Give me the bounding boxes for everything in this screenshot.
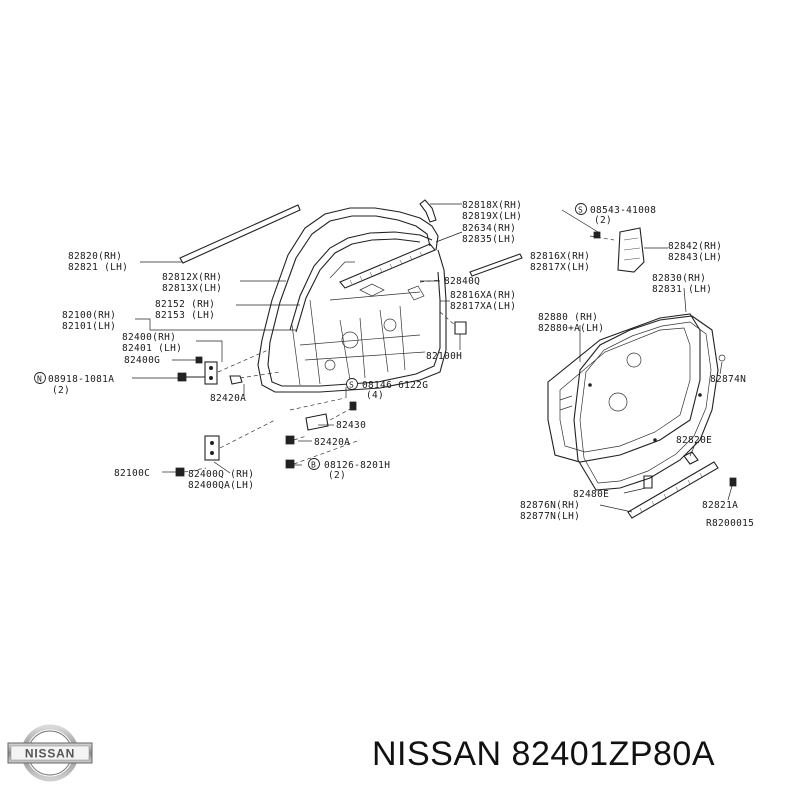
label-82820: 82820(RH) [68,251,122,262]
label-82877N: 82877N(LH) [520,511,580,522]
label-82100C: 82100C [114,468,150,479]
label-82876N: 82876N(RH) [520,500,580,511]
label-08126: 08126-8201H [324,460,390,471]
label-82840Q: 82840Q [444,276,480,287]
label-08126-qty: (2) [328,470,346,481]
label-82430: 82430 [336,420,366,431]
marker-b: B [311,461,316,470]
label-82400QA: 82400QA(LH) [188,480,254,491]
label-82420A-lower: 82420A [314,437,350,448]
strip-82818X [419,199,437,223]
clip-82821A [729,477,737,487]
label-82813X: 82813X(LH) [162,283,222,294]
label-82880: 82880 (RH) [538,312,598,323]
assembly-guides [183,235,615,473]
label-82820E: 82820E [676,435,712,446]
label-82152: 82152 (RH) [155,299,215,310]
label-82420A-upper: 82420A [210,393,246,404]
label-82842: 82842(RH) [668,241,722,252]
rear-door-frame [257,207,447,393]
nissan-logo: NISSAN [7,724,93,782]
s-marker-icon [346,378,358,390]
door-seal-assembly [547,313,719,491]
label-82821A: 82821A [702,500,738,511]
clip-82480E [643,475,653,489]
strip-82816X [469,253,523,277]
label-82880A: 82880+A(LH) [538,323,604,334]
label-82634: 82634(RH) [462,223,516,234]
label-82819X: 82819X(LH) [462,211,522,222]
label-82400G: 82400G [124,355,160,366]
label-08543-qty: (2) [594,215,612,226]
label-82153: 82153 (LH) [155,310,215,321]
label-82401: 82401 (LH) [122,343,182,354]
label-82821: 82821 (LH) [68,262,128,273]
label-82480E: 82480E [573,489,609,500]
marker-s-2: S [578,206,583,215]
part-labels: 82818X(RH) 82819X(LH) 82634(RH) 82835(LH… [34,200,754,529]
label-82818X: 82818X(RH) [462,200,522,211]
diagram-ref: R8200015 [706,518,754,529]
footer: NISSAN NISSAN 82401ZP80A [0,705,800,800]
label-82100H: 82100H [426,351,462,362]
trim-82842-hatch [623,237,641,261]
label-82100: 82100(RH) [62,310,116,321]
b-marker-icon [308,458,320,470]
sill-hatch [639,472,703,513]
label-82817XA: 82817XA(LH) [450,301,516,312]
label-08918: 08918-1081A [48,374,114,385]
page-title: NISSAN 82401ZP80A [372,735,716,773]
label-82812X: 82812X(RH) [162,272,222,283]
label-82835: 82835(LH) [462,234,516,245]
label-82816XA: 82816XA(RH) [450,290,516,301]
label-08146-qty: (4) [366,390,384,401]
marker-n: N [37,375,42,384]
label-08543: 08543-41008 [590,205,656,216]
label-08146: 08146-6122G [362,380,428,391]
sill-strip-82876N [627,461,719,519]
label-82400: 82400(RH) [122,332,176,343]
label-82831: 82831 (LH) [652,284,712,295]
n-marker-icon [34,372,46,384]
label-82830: 82830(RH) [652,273,706,284]
label-82874N: 82874N [710,374,746,385]
s-marker-icon-2 [575,203,587,215]
label-82101: 82101(LH) [62,321,116,332]
leader-lines [132,203,733,513]
logo-text: NISSAN [25,747,75,761]
screw-08543 [593,231,601,239]
clip-82874N [718,354,726,362]
label-82817X: 82817X(LH) [530,262,590,273]
label-82816X: 82816X(RH) [530,251,590,262]
trim-82842 [617,227,645,273]
marker-s: S [349,381,354,390]
label-08918-qty: (2) [52,385,70,396]
label-82400Q: 82400Q (RH) [188,469,254,480]
label-82843: 82843(LH) [668,252,722,263]
clip-82820E [683,451,699,465]
hinge-hardware [175,321,467,477]
outer-strip-82820 [179,204,301,264]
